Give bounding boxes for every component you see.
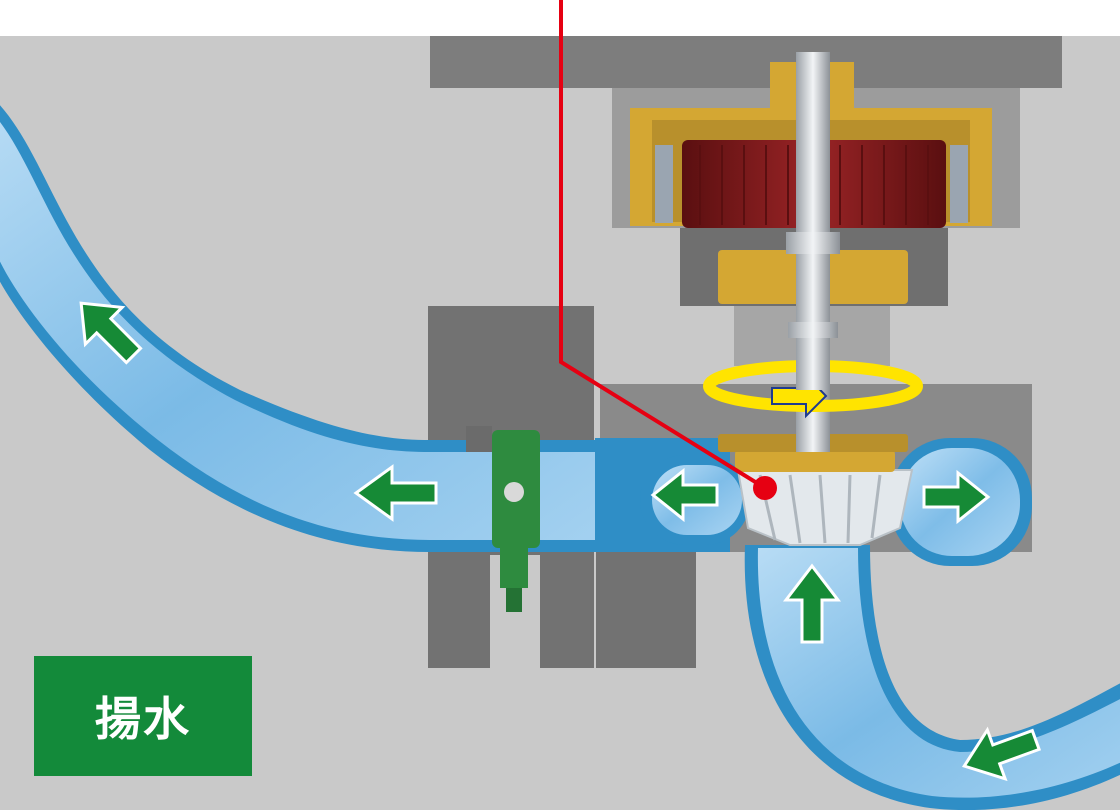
inlet-valve (466, 426, 540, 612)
flow-arrow-icon (782, 563, 842, 644)
shaft-coupling-1 (786, 232, 840, 254)
flow-arrow-icon (353, 464, 438, 522)
mode-label: 揚水 (95, 692, 191, 746)
flow-arrow-icon (79, 301, 143, 365)
mode-badge: 揚水 (34, 656, 252, 776)
stator-right (950, 145, 968, 223)
head-cover (735, 450, 895, 472)
runner (736, 469, 914, 546)
powerhouse-top (430, 36, 1062, 88)
flow-arrow-icon (922, 469, 991, 525)
flow-arrow-icon (650, 467, 719, 523)
stator-left (655, 145, 673, 223)
rotor-poles (699, 145, 929, 225)
draft-tube-water (757, 548, 1120, 798)
penstock-outline (0, 105, 600, 552)
flow-arrow-icon (961, 726, 1042, 782)
rotation-arrow-icon (703, 360, 923, 419)
shaft-coupling-2 (788, 322, 838, 338)
pointer-line (559, 0, 767, 490)
pointer-dot-icon (753, 476, 777, 500)
draft-pit (596, 552, 696, 668)
runner-blades (758, 474, 882, 544)
